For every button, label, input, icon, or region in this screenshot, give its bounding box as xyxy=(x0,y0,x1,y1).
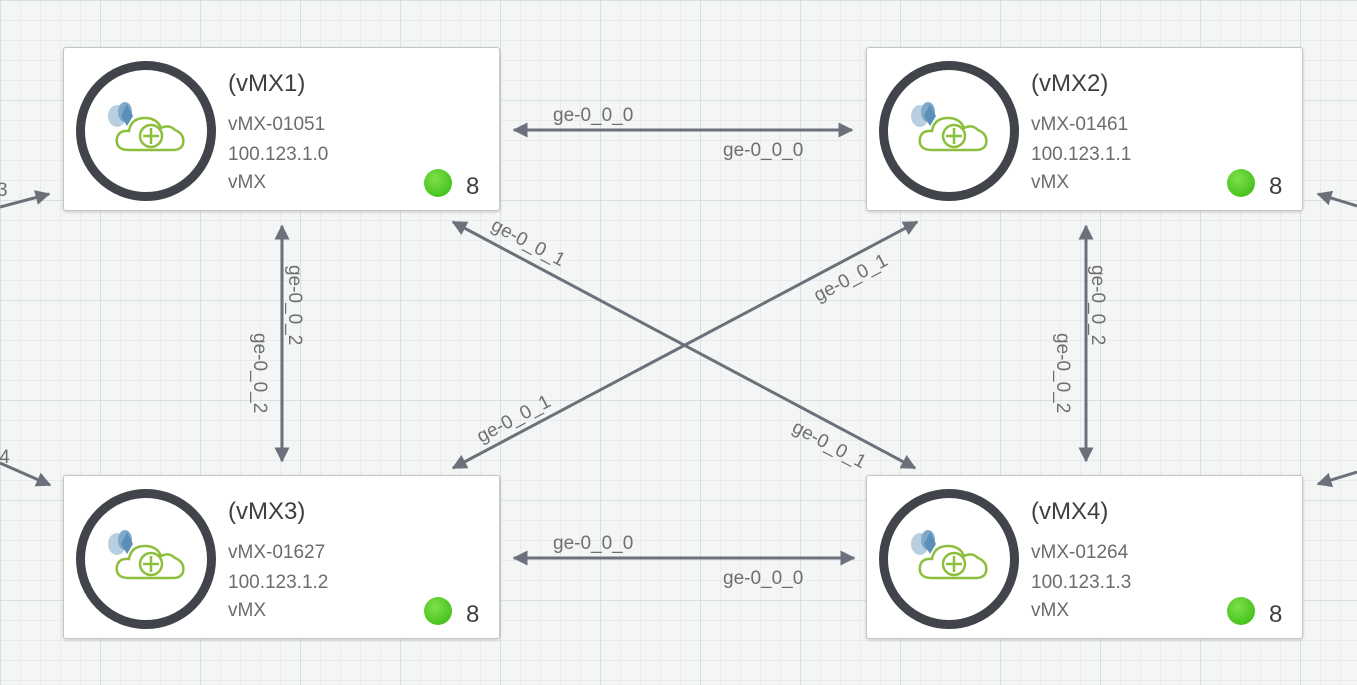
node-type: vMX xyxy=(228,172,266,193)
node-title: (vMX1) xyxy=(228,70,306,97)
node-icon-ring xyxy=(879,61,1019,201)
juniper-vmx-cloud-router-icon xyxy=(911,530,988,580)
node-device-id: vMX-01264 xyxy=(1031,542,1129,563)
port-label: ge-0_0_1 xyxy=(789,417,870,473)
node-vmx4[interactable]: (vMX4) vMX-01264 100.123.1.3 vMX 8 xyxy=(866,475,1303,639)
interface-count: 8 xyxy=(466,173,480,200)
node-title: (vMX2) xyxy=(1031,70,1109,97)
port-label: ge-0_0_2 xyxy=(284,265,305,345)
port-label-partial: 3 xyxy=(0,180,8,201)
node-type: vMX xyxy=(1031,600,1069,621)
port-label: ge-0_0_0 xyxy=(553,533,633,554)
node-type: vMX xyxy=(1031,172,1069,193)
node-ip: 100.123.1.2 xyxy=(228,572,329,593)
link-offscreen-left-top[interactable] xyxy=(0,190,51,209)
node-icon-ring xyxy=(76,489,216,629)
status-indicator xyxy=(1227,169,1255,197)
interface-count: 8 xyxy=(1269,173,1283,200)
juniper-vmx-cloud-router-icon xyxy=(108,530,185,580)
node-ip: 100.123.1.3 xyxy=(1031,572,1132,593)
node-ip: 100.123.1.1 xyxy=(1031,144,1132,165)
node-icon-ring xyxy=(879,489,1019,629)
interface-count: 8 xyxy=(466,601,480,628)
link-offscreen-left-bottom[interactable] xyxy=(0,461,52,487)
status-indicator xyxy=(1227,597,1255,625)
node-vmx1[interactable]: (vMX1) vMX-01051 100.123.1.0 vMX 8 xyxy=(63,47,500,211)
status-indicator xyxy=(424,169,452,197)
node-device-id: vMX-01051 xyxy=(228,114,326,135)
node-title: (vMX4) xyxy=(1031,498,1109,525)
port-label: ge-0_0_0 xyxy=(553,105,633,126)
node-device-id: vMX-01461 xyxy=(1031,114,1129,135)
node-icon-ring xyxy=(76,61,216,201)
node-vmx3[interactable]: (vMX3) vMX-01627 100.123.1.2 vMX 8 xyxy=(63,475,500,639)
juniper-vmx-cloud-router-icon xyxy=(911,102,988,152)
link-offscreen-right-top[interactable] xyxy=(1316,190,1357,208)
port-label: ge-0_0_2 xyxy=(249,333,270,413)
node-type: vMX xyxy=(228,600,266,621)
port-label: ge-0_0_2 xyxy=(1087,265,1108,345)
port-label: ge-0_0_2 xyxy=(1052,333,1073,413)
port-label: ge-0_0_0 xyxy=(723,140,803,161)
node-ip: 100.123.1.0 xyxy=(228,144,329,165)
interface-count: 8 xyxy=(1269,601,1283,628)
juniper-vmx-cloud-router-icon xyxy=(108,102,185,152)
port-label: ge-0_0_0 xyxy=(723,568,803,589)
link-vmx2-vmx3[interactable] xyxy=(451,220,919,470)
link-offscreen-right-bottom[interactable] xyxy=(1316,470,1357,488)
node-title: (vMX3) xyxy=(228,498,306,525)
status-indicator xyxy=(424,597,452,625)
port-label-partial: .4 xyxy=(0,447,10,468)
node-vmx2[interactable]: (vMX2) vMX-01461 100.123.1.1 vMX 8 xyxy=(866,47,1303,211)
node-device-id: vMX-01627 xyxy=(228,542,326,563)
